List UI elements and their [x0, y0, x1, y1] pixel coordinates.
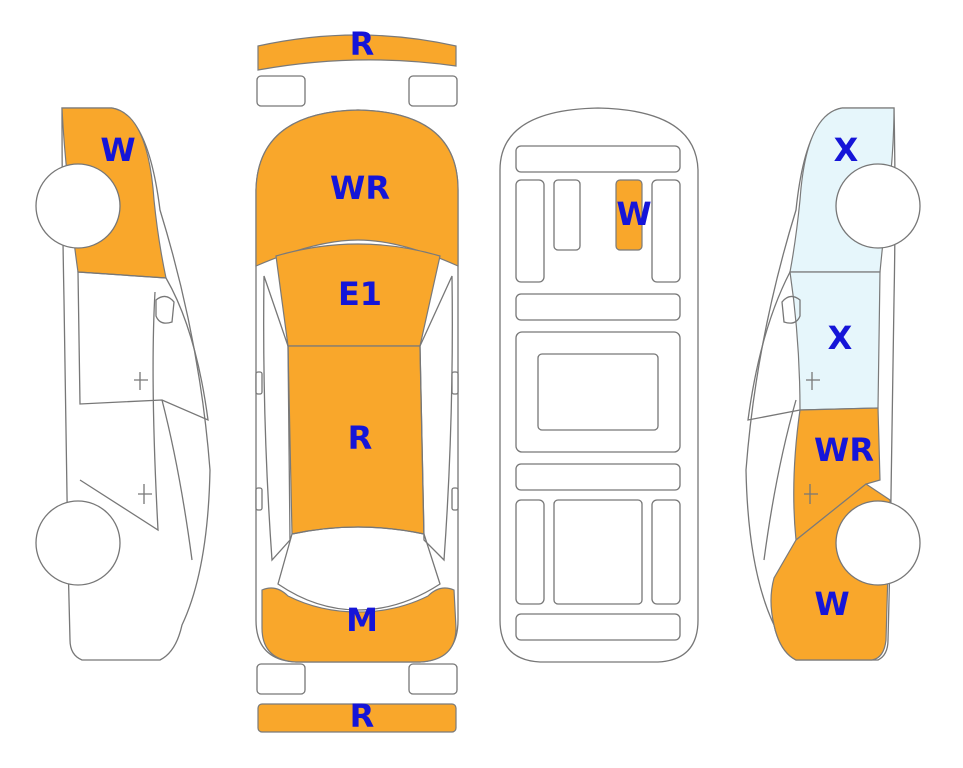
top-front-bumper-panel: [257, 34, 457, 71]
right-side-front-handle: [806, 372, 820, 390]
top-roof-label: R: [348, 419, 373, 457]
top-front-right-light: [408, 75, 458, 107]
left-front-wheel-icon: [35, 163, 121, 249]
top-right-side-glass: [419, 275, 453, 562]
left-side-rear-handle: [138, 484, 152, 504]
underbody-rear-right-rail: [651, 499, 681, 605]
top-hood-label: WR: [330, 169, 390, 207]
underbody-center-plate: [537, 353, 659, 431]
underbody-mid-crossmember: [515, 293, 681, 321]
top-rear-left-light: [256, 663, 306, 695]
underbody-rear-left-rail: [515, 499, 545, 605]
right-side-rear-handle: [804, 484, 818, 504]
underbody-outline: [499, 107, 699, 663]
underbody-view: W: [499, 107, 699, 663]
right-side-window-line: [747, 271, 801, 421]
top-front-left-light: [256, 75, 306, 107]
left-side-rear-pillar: [161, 399, 193, 561]
top-left-side-glass: [263, 275, 291, 562]
top-hood-panel: [255, 109, 459, 267]
left-side-front-handle: [134, 372, 148, 390]
top-trunk-label: M: [346, 601, 378, 639]
top-rear-window: [277, 526, 441, 611]
top-rear-bumper-panel: [257, 703, 457, 733]
left-side-window-line: [77, 271, 209, 422]
right-side-rear-pillar: [763, 399, 797, 561]
left-front-fender-label: W: [100, 131, 135, 169]
underbody-rear-center-plate: [553, 499, 643, 605]
underbody-rear-bar: [515, 613, 681, 641]
underbody-front-center-left: [553, 179, 581, 251]
top-trunk-panel: [261, 587, 457, 663]
underbody-rear-crossmember: [515, 463, 681, 491]
left-rear-wheel-icon: [35, 500, 121, 586]
left-side-body-outline: [61, 107, 211, 661]
top-left-rear-mark: [255, 487, 263, 511]
right-side-mirror: [781, 295, 801, 324]
underbody-front-left-rail: [515, 179, 545, 283]
underbody-front-right-rail: [651, 179, 681, 283]
top-right-rear-mark: [451, 487, 459, 511]
right-rear-door-label: WR: [814, 431, 874, 469]
right-front-door-label: X: [828, 319, 853, 357]
right-front-fender-label: X: [834, 131, 859, 169]
right-side-view: X X WR W: [745, 107, 921, 661]
left-side-view: W: [35, 107, 211, 661]
top-rear-bumper-label: R: [350, 697, 375, 735]
right-rear-wheel-icon: [835, 500, 921, 586]
left-side-door-divider: [79, 291, 159, 532]
right-rear-quarter-label: W: [814, 585, 849, 623]
underbody-front-crossmember: [515, 145, 681, 173]
top-front-bumper-label: R: [350, 25, 375, 63]
top-left-mirror-mark: [255, 371, 263, 395]
top-right-mirror-mark: [451, 371, 459, 395]
underbody-front-center-panel: [615, 179, 643, 251]
left-side-mirror: [155, 295, 175, 324]
underbody-front-center-label: W: [616, 195, 651, 233]
right-front-wheel-icon: [835, 163, 921, 249]
top-windshield-label: E1: [338, 275, 382, 313]
top-rear-right-light: [408, 663, 458, 695]
top-windshield-panel: [275, 243, 441, 347]
